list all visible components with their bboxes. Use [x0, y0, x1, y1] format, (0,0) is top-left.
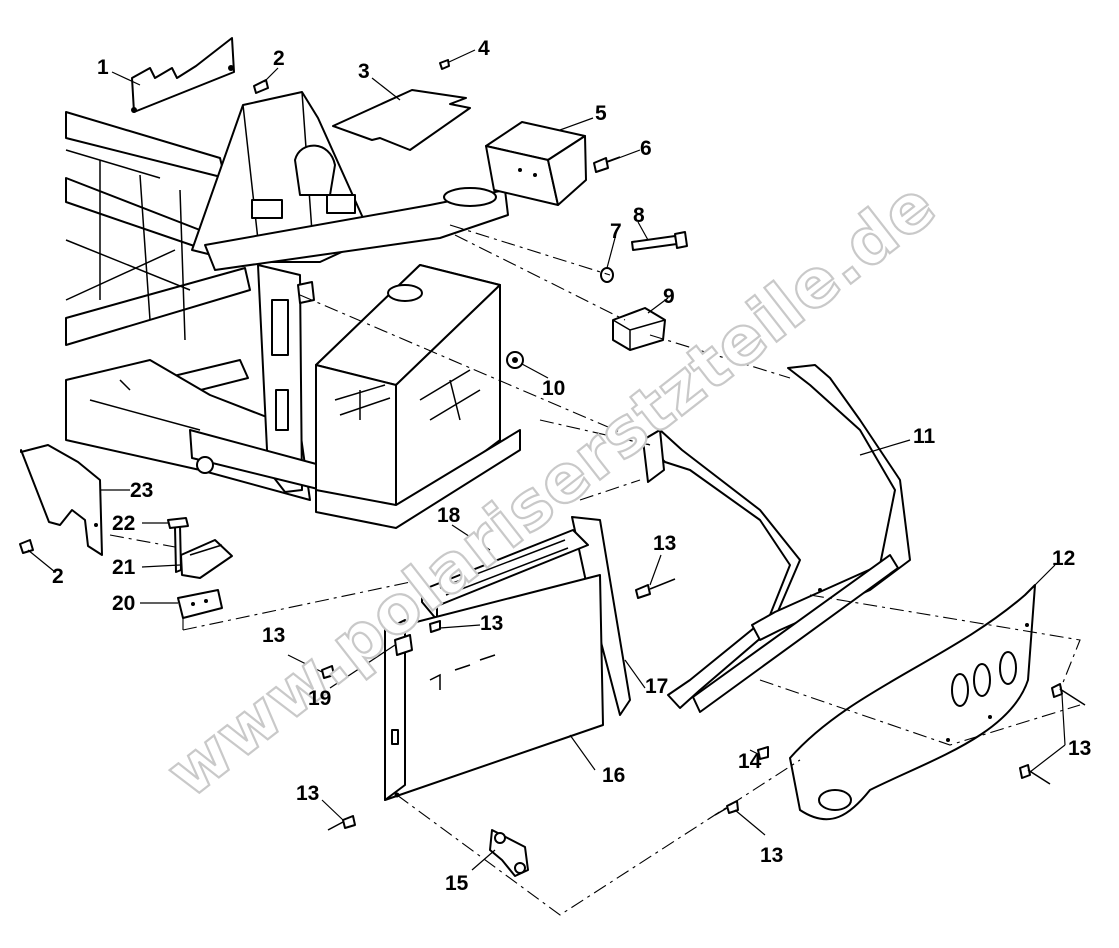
callout-2: 2 — [273, 47, 285, 70]
chassis-frame — [65, 91, 509, 501]
callout-8: 8 — [633, 204, 645, 227]
part-23-panel — [20, 444, 103, 556]
callout-4: 4 — [478, 37, 490, 60]
callout-13-left: 13 — [262, 624, 285, 647]
assembly-lines — [109, 224, 1081, 916]
mount-assembly — [19, 517, 233, 619]
callout-13-top: 13 — [653, 532, 676, 555]
callout-11: 11 — [913, 425, 936, 448]
radiator-shroud — [384, 516, 631, 801]
callout-6: 6 — [640, 137, 652, 160]
callout-23: 23 — [130, 479, 153, 502]
callout-2-left: 2 — [52, 565, 64, 588]
callout-18: 18 — [437, 504, 461, 527]
callouts: 1 2 3 4 5 6 7 8 9 10 11 12 13 13 13 13 1… — [52, 37, 1091, 895]
radiator — [315, 264, 521, 529]
part-3-pad — [332, 89, 471, 151]
part-12-skid-plate — [789, 584, 1036, 821]
callout-13-mid: 13 — [480, 612, 503, 635]
leader-lines — [27, 49, 1066, 871]
callout-22: 22 — [112, 512, 135, 535]
callout-15: 15 — [445, 872, 469, 895]
callout-13-bottom-left: 13 — [296, 782, 319, 805]
part-1-plate — [131, 37, 235, 113]
callout-14: 14 — [738, 750, 762, 773]
callout-13-right: 13 — [1068, 737, 1091, 760]
callout-17: 17 — [645, 675, 668, 698]
callout-9: 9 — [663, 285, 675, 308]
callout-20: 20 — [112, 592, 135, 615]
part-5-bracket — [485, 121, 587, 206]
callout-1: 1 — [97, 56, 109, 79]
callout-5: 5 — [595, 102, 607, 125]
fasteners-13 — [321, 578, 1086, 877]
callout-19: 19 — [308, 687, 331, 710]
callout-10: 10 — [542, 377, 565, 400]
callout-16: 16 — [602, 764, 625, 787]
part-11-bumper — [642, 364, 911, 713]
callout-21: 21 — [112, 556, 136, 579]
callout-7: 7 — [610, 220, 622, 243]
callout-13-bottom-right: 13 — [760, 844, 783, 867]
callout-3: 3 — [358, 60, 370, 83]
callout-12: 12 — [1052, 547, 1075, 570]
